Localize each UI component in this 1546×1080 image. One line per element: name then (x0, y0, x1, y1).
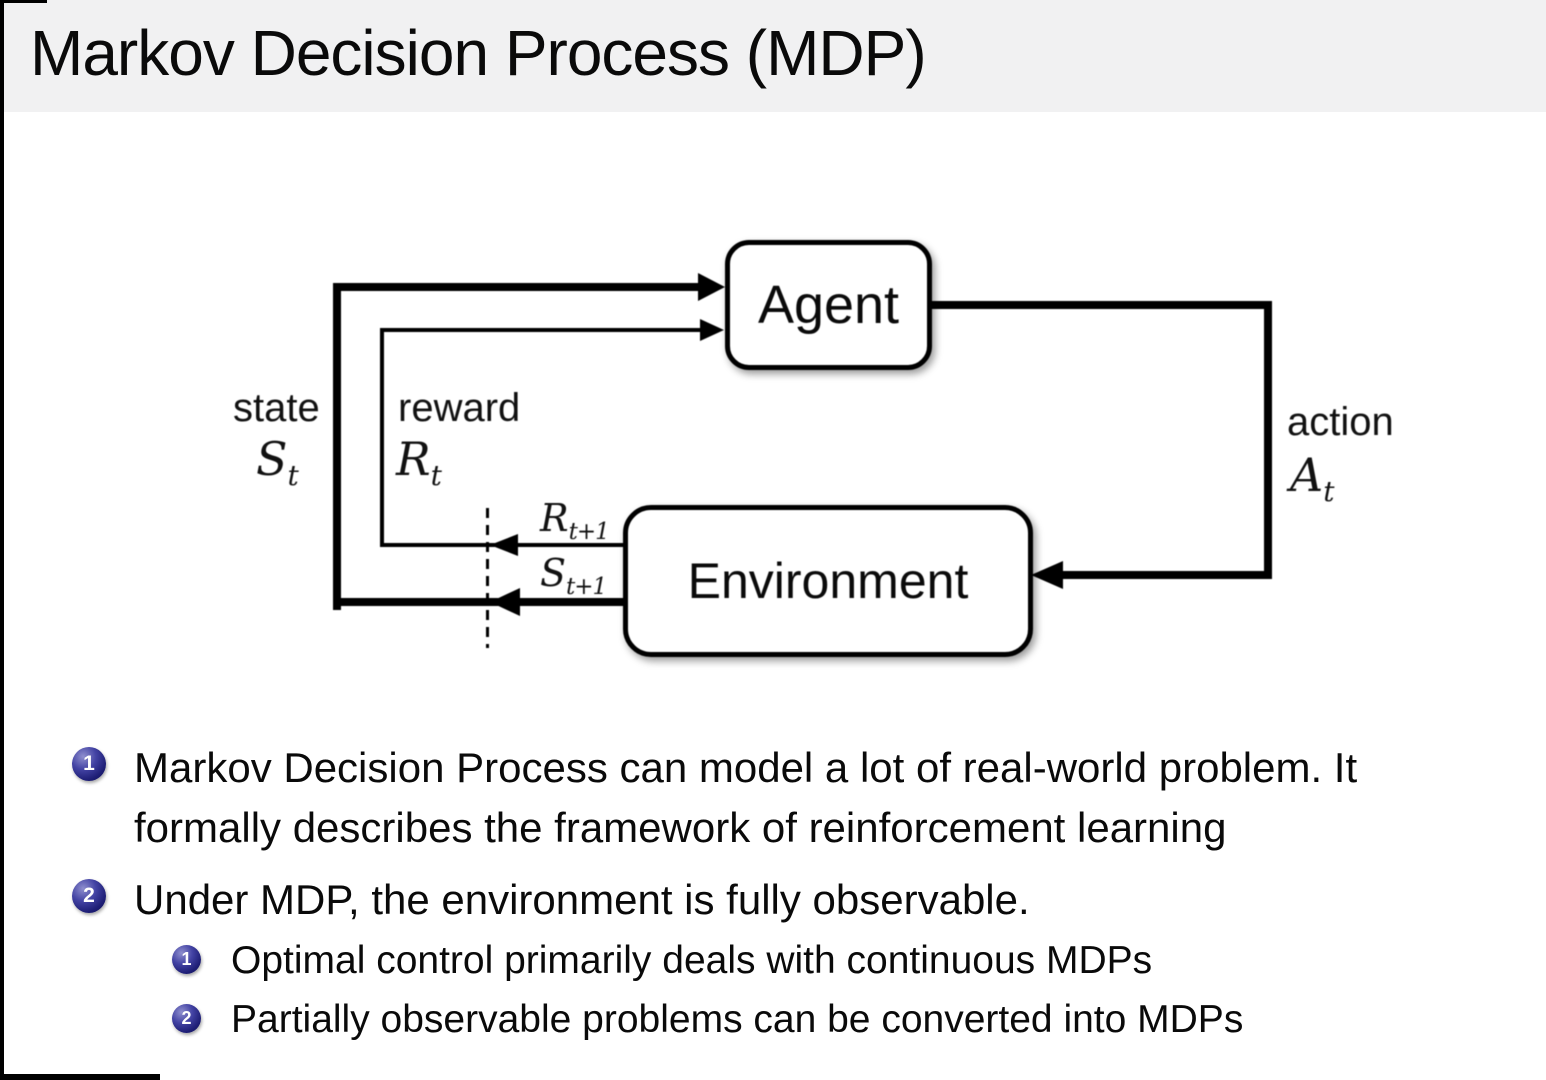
arrowhead-next-reward-icon (490, 534, 518, 556)
environment-box: Environment (623, 505, 1033, 657)
list-item-text: Optimal control primarily deals with con… (231, 939, 1153, 982)
left-border-line (0, 0, 4, 1080)
next-state-symbol: St+1 (540, 551, 607, 600)
arrowhead-next-state-icon (490, 588, 520, 616)
enumerate-ball-icon: 2 (172, 1004, 201, 1033)
list-item: 1 Markov Decision Process can model a lo… (72, 738, 1512, 858)
action-loop-bottom-line (1058, 571, 1272, 579)
list-item: 2 Partially observable problems can be c… (172, 993, 1512, 1046)
list-item: 2 Under MDP, the environment is fully ob… (72, 870, 1512, 930)
timestep-dashed-line (486, 508, 489, 648)
top-border-line (0, 0, 47, 3)
bullet-list: 1 Markov Decision Process can model a lo… (72, 738, 1512, 1052)
action-loop-vertical-line (1264, 301, 1272, 579)
agent-box: Agent (725, 240, 932, 370)
enumerate-ball-icon: 1 (72, 747, 106, 781)
action-label: action (1287, 400, 1394, 444)
reward-symbol: Rt (396, 432, 442, 492)
sub-bullet-list: 1 Optimal control primarily deals with c… (172, 934, 1512, 1046)
state-loop-vertical-line (333, 283, 341, 610)
page-title: Markov Decision Process (MDP) (30, 17, 927, 89)
list-item-text: Under MDP, the environment is fully obse… (134, 876, 1030, 923)
action-loop-top-line (930, 301, 1272, 309)
mdp-diagram: Agent Environment state St reward Rt Rt+… (233, 240, 1394, 657)
state-symbol: St (256, 432, 299, 492)
reward-loop-vertical-line (380, 328, 384, 547)
reward-loop-top-line (380, 328, 703, 332)
arrowhead-reward-to-agent-icon (700, 319, 724, 341)
arrowhead-state-to-agent-icon (698, 273, 725, 301)
enumerate-ball-icon: 1 (172, 945, 201, 974)
state-label: state (233, 386, 320, 430)
action-symbol: At (1290, 448, 1335, 508)
enumerate-ball-icon: 2 (72, 879, 106, 913)
title-bar: Markov Decision Process (MDP) (0, 0, 1546, 112)
environment-label: Environment (687, 553, 969, 609)
list-item-text: Partially observable problems can be con… (231, 998, 1244, 1041)
state-loop-bottom-line (333, 598, 623, 606)
next-reward-symbol: Rt+1 (540, 496, 610, 545)
list-item-text: Markov Decision Process can model a lot … (134, 744, 1358, 851)
arrowhead-action-to-environment-icon (1031, 561, 1063, 589)
list-item: 1 Optimal control primarily deals with c… (172, 934, 1512, 987)
agent-label: Agent (757, 275, 900, 335)
bottom-border-line (0, 1074, 160, 1080)
state-loop-top-line (333, 283, 703, 291)
reward-label: reward (398, 386, 521, 430)
